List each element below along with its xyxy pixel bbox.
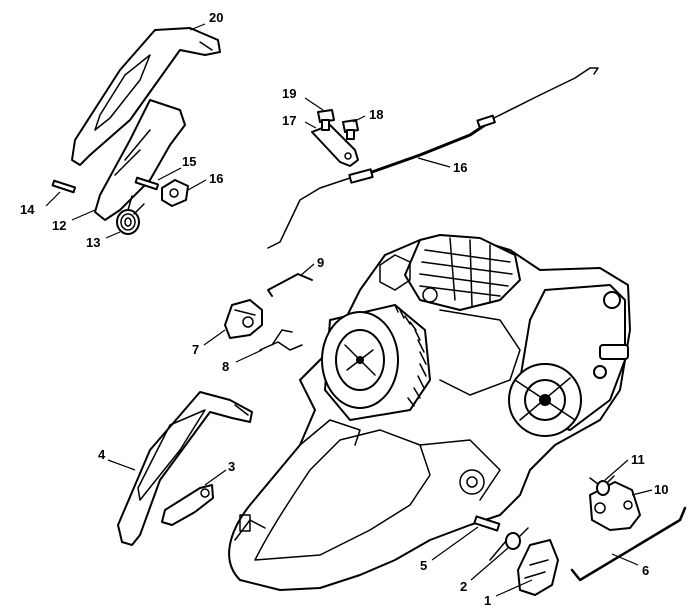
part-3-trigger [161,484,214,526]
part-1-trigger-lockout [517,539,559,596]
part-14-pin-right [134,176,160,191]
callout-12: 12 [52,218,66,233]
part-2-spring [489,527,529,561]
part-14-pin-left [51,179,77,194]
callout-15: 16 [209,171,223,186]
leader-lines [45,23,653,597]
part-13-spring [116,195,145,235]
callout-7: 7 [192,342,199,357]
part-7-throttle-trigger [224,299,263,339]
part-20-handle-top [71,27,221,166]
flywheel [321,304,431,421]
engine-housing [228,234,631,591]
part-9-rod [267,273,313,297]
callout-13: 13 [86,235,100,250]
part-8-spring [259,329,303,351]
callout-4: 4 [98,447,106,462]
part-19-screw [317,109,335,131]
callout-19: 19 [282,86,296,101]
part-16-throttle-cable [267,67,599,249]
callout-14b: 15 [182,154,196,169]
callout-3: 3 [228,459,235,474]
callout-17: 17 [282,113,296,128]
callout-10: 10 [654,482,668,497]
callout-2: 2 [460,579,467,594]
callout-18: 18 [369,107,383,122]
callout-20: 20 [209,10,223,25]
part-18-screw [342,119,359,140]
callout-6: 6 [642,563,649,578]
callout-labels: 20 19 18 17 16 15 16 14 12 13 9 7 8 4 3 … [20,10,668,608]
callout-16: 16 [453,160,467,175]
part-4-rear-handle [117,391,253,546]
callout-8: 8 [222,359,229,374]
callout-14a: 14 [20,202,35,217]
part-5-pin [473,515,501,532]
callout-9: 9 [317,255,324,270]
part-12-handle-shell [94,99,186,221]
part-15-cap [161,179,189,207]
part-11-spring [589,475,615,496]
callout-5: 5 [420,558,427,573]
part-6-rod [570,506,687,582]
callout-1: 1 [484,593,491,608]
callout-11: 11 [631,452,645,467]
